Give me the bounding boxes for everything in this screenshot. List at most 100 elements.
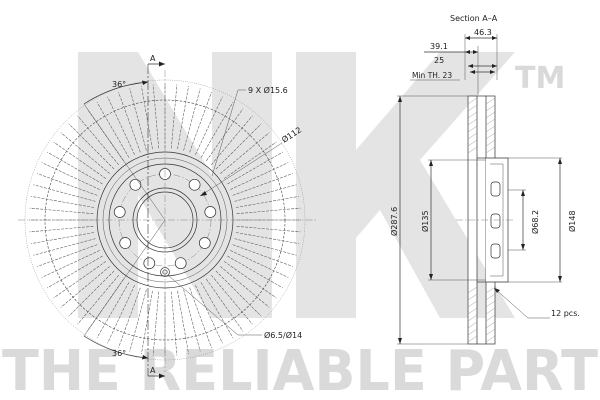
bolt-hole [174, 257, 187, 270]
overall-height: 46.3 [474, 28, 492, 37]
vane-line [68, 123, 115, 170]
vane-line [236, 207, 301, 214]
hatch-line [485, 307, 496, 315]
vane-line [177, 86, 189, 150]
hatch-line [485, 125, 496, 133]
bolt-hole [188, 178, 201, 191]
hatch-line [485, 321, 496, 329]
hatch-line [485, 300, 496, 308]
bore-diameter: Ø68.2 [530, 210, 540, 234]
vane-line [31, 196, 95, 208]
vane-line [183, 88, 201, 151]
vane-line [235, 196, 299, 208]
hatch-line [485, 104, 496, 112]
vane-line [41, 162, 100, 190]
vane-line [60, 132, 110, 174]
vane-line [206, 278, 244, 332]
vane-line [77, 115, 119, 165]
cooling-vanes [29, 84, 301, 356]
section-title: Section A–A [450, 14, 498, 23]
vane-line [230, 250, 289, 278]
bolt-hole [113, 206, 126, 218]
vane-line [189, 92, 212, 153]
vanes-count: 12 pcs. [551, 309, 580, 318]
offset-dim: 39.1 [430, 42, 448, 51]
vane-line [33, 238, 96, 256]
vane-line [189, 287, 212, 348]
vane-line [220, 132, 270, 174]
hatch-line [485, 314, 496, 322]
hatch-line [467, 328, 478, 336]
hatch-line [485, 118, 496, 126]
vane-line [200, 282, 234, 338]
hatch-line [485, 139, 496, 147]
bolt-holes [113, 168, 217, 270]
bolt-hole [143, 257, 156, 270]
hatch-line [485, 328, 496, 336]
vane-line [53, 141, 107, 179]
hatch-line [467, 293, 478, 301]
vane-line [60, 266, 110, 308]
hatch-line [467, 97, 478, 105]
hatch-line [467, 111, 478, 119]
vane-line [118, 92, 141, 153]
vane-line [47, 151, 103, 185]
vane-line [152, 84, 159, 149]
vane-line [47, 255, 103, 289]
holes-label: 9 X Ø15.6 [248, 85, 288, 95]
vane-line [31, 232, 95, 244]
hatch-line [467, 307, 478, 315]
vane-line [223, 141, 277, 179]
vane-line [96, 102, 130, 158]
vane-line [234, 184, 297, 202]
outer-diameter: Ø287.6 [389, 207, 399, 236]
vane-line [177, 290, 189, 354]
vane-line [211, 275, 253, 325]
hat-diameter: Ø135 [420, 210, 430, 232]
hatch-line [467, 132, 478, 140]
vane-line [215, 123, 262, 170]
trademark-text: TM [515, 61, 565, 96]
vane-line [33, 184, 96, 202]
vane-line [29, 226, 94, 233]
hatch-line [485, 286, 496, 294]
vane-line [77, 275, 119, 325]
bolt-hole [129, 178, 142, 191]
vane-line [37, 244, 98, 267]
vane-line [141, 86, 153, 150]
vane-line [53, 261, 107, 299]
vane-line [129, 88, 147, 151]
vane-line [171, 84, 178, 149]
hatch-line [467, 314, 478, 322]
vane-line [118, 287, 141, 348]
vane-line [223, 261, 277, 299]
hat-outer-diameter: Ø148 [567, 210, 577, 232]
hatch-line [467, 125, 478, 133]
hatch-line [467, 146, 478, 154]
vane-line [227, 255, 283, 289]
nk-logo-watermark: TM [78, 52, 565, 318]
section-mark-top: A [150, 54, 156, 63]
thickness-dim: 25 [434, 56, 444, 65]
bolt-hole [119, 237, 132, 249]
small-hole-label: Ø6.5/Ø14 [264, 330, 302, 340]
hatch-line [467, 139, 478, 147]
vane-line [68, 270, 115, 317]
vane-line [232, 173, 293, 196]
vane-line [29, 207, 94, 214]
hatch-line [485, 335, 496, 343]
hatch-line [485, 111, 496, 119]
vane-line [200, 102, 234, 158]
vane-line [107, 285, 135, 344]
hatch-line [485, 97, 496, 105]
vane-line [129, 289, 147, 352]
vane-line [215, 270, 262, 317]
vane-line [152, 291, 159, 356]
vane-line [96, 282, 130, 338]
hatch-line [485, 146, 496, 154]
angle-top: 36° [112, 80, 126, 89]
vane-line [195, 285, 223, 344]
hatch-line [467, 335, 478, 343]
